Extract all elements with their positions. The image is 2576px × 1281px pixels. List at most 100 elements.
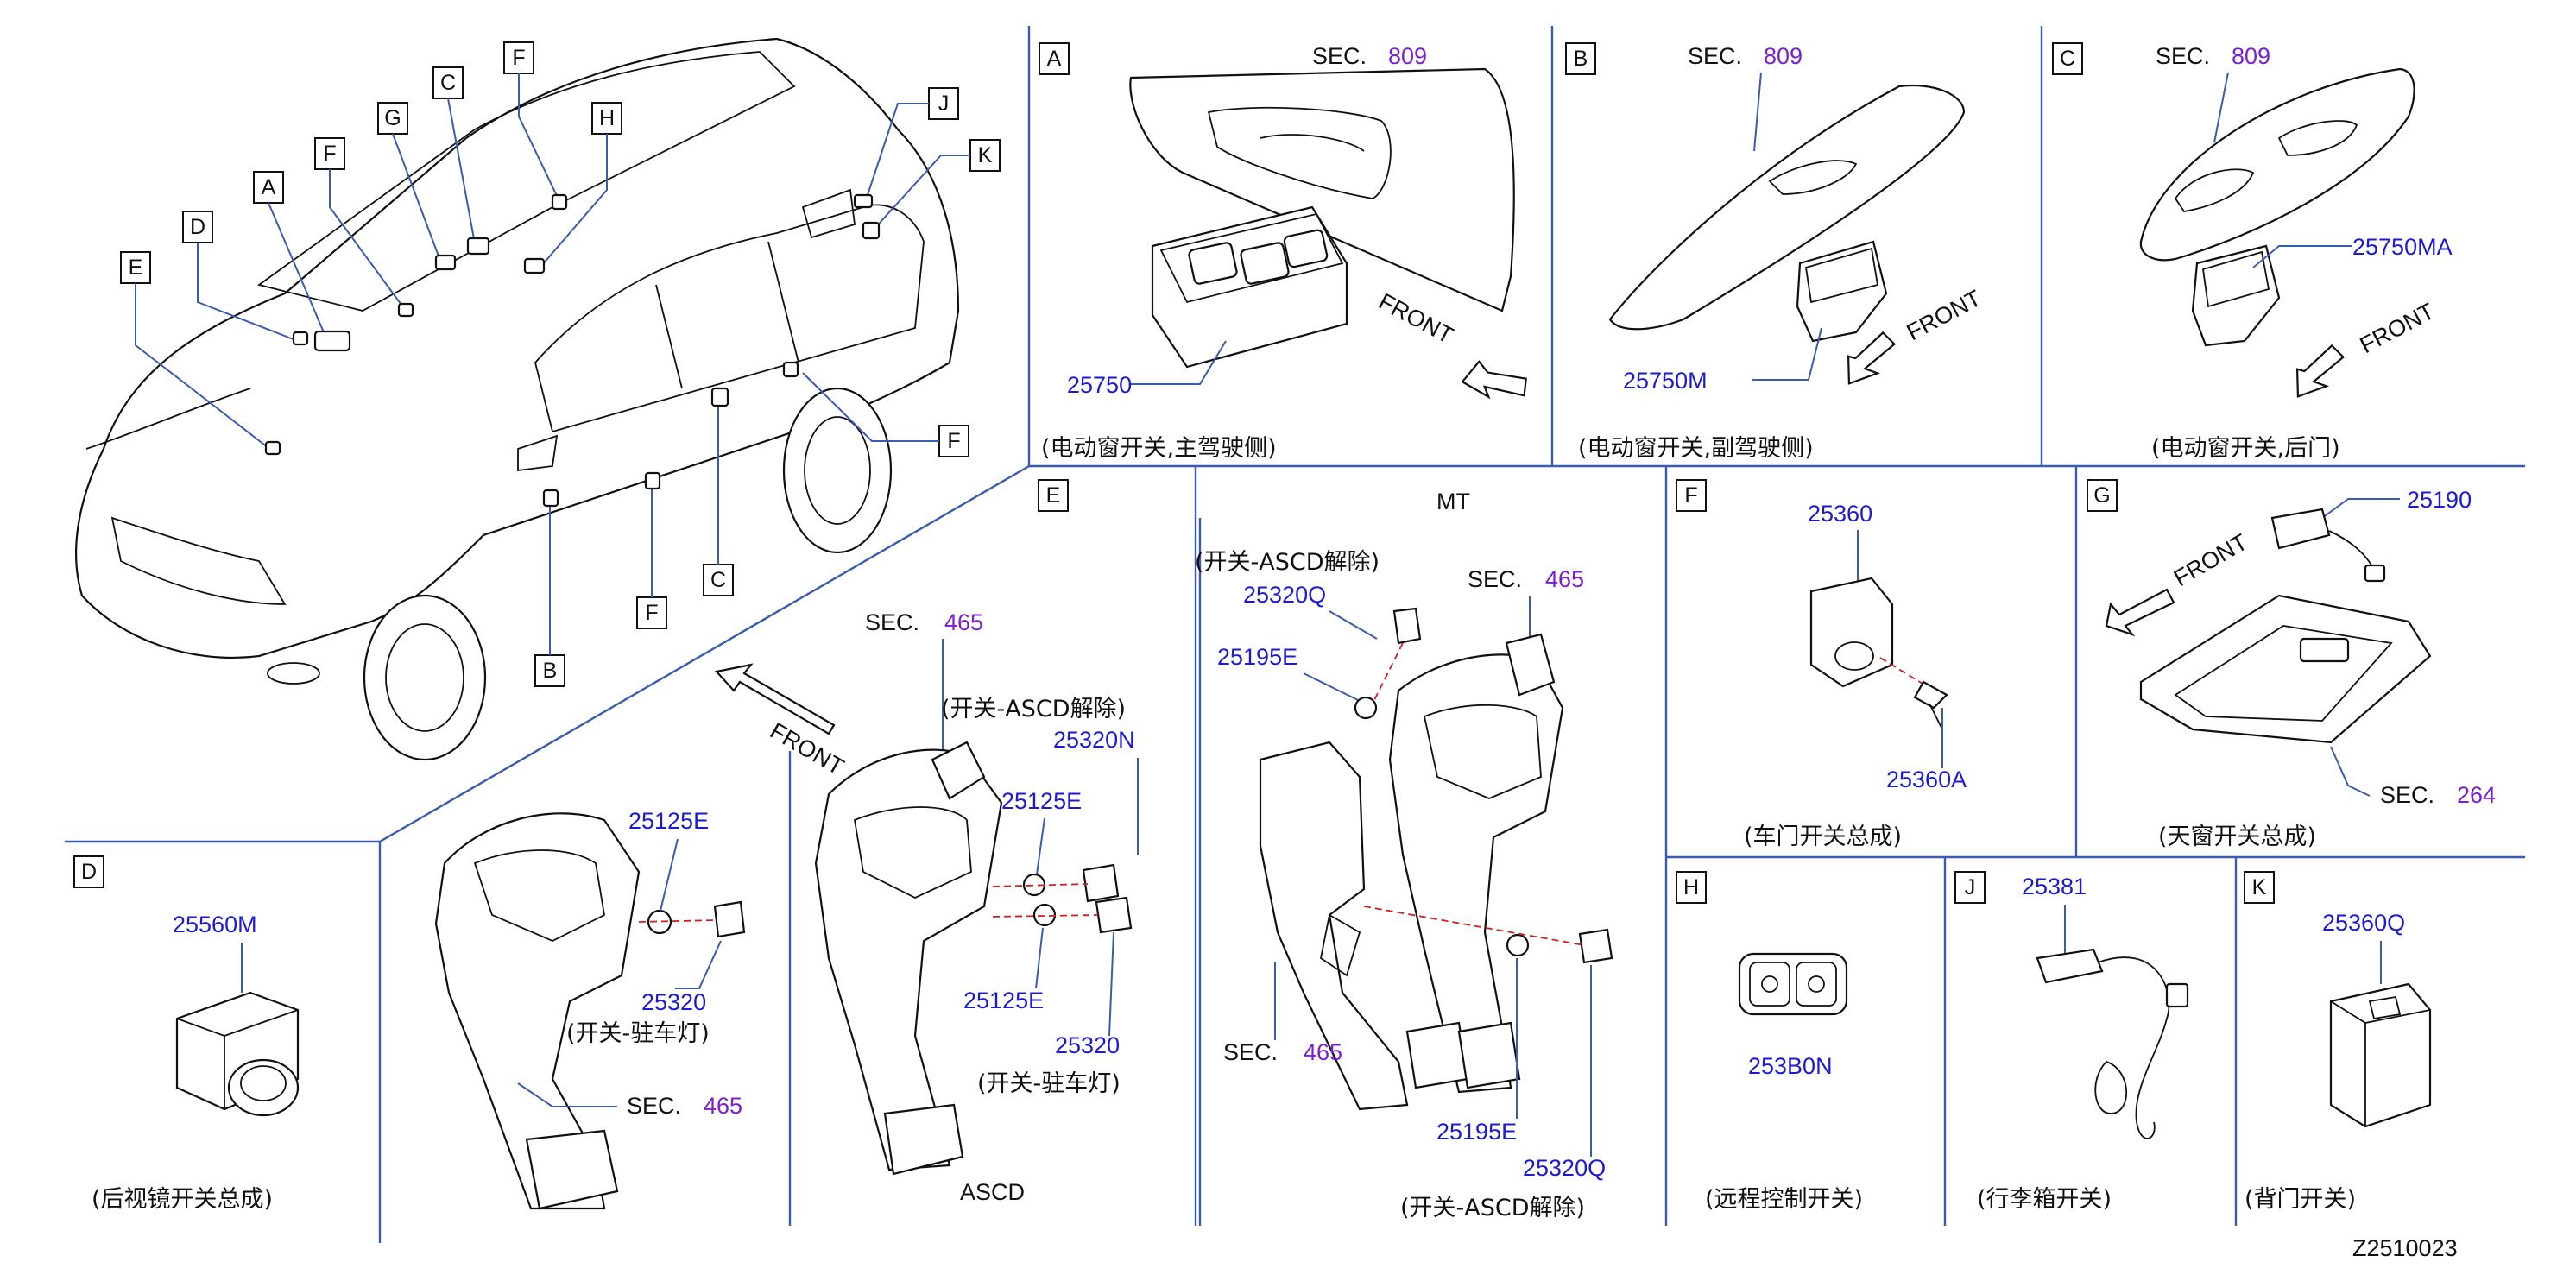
panel-e-left: 25125E 25320 (开关-驻车灯) SEC. 465 [434, 808, 746, 1210]
callout-f4: F [636, 486, 667, 629]
callout-a: A [253, 171, 327, 339]
svg-text:SEC.: SEC. [1468, 566, 1522, 592]
svg-text:E: E [129, 256, 143, 280]
svg-text:A: A [262, 175, 276, 199]
svg-text:25320: 25320 [1055, 1032, 1120, 1058]
svg-text:25560M: 25560M [173, 912, 257, 937]
svg-text:25381: 25381 [2022, 874, 2087, 899]
svg-text:25320: 25320 [641, 989, 706, 1015]
panel-a: A SEC. 809 25750 FRONT (电动窗开关,主驾驶侧) [1039, 42, 1527, 462]
panel-e-ascd: SEC. 465 (开关-ASCD解除) 25320N 25125E 25125… [788, 609, 1139, 1226]
svg-text:K: K [2252, 875, 2267, 899]
svg-text:25195E: 25195E [1436, 1119, 1517, 1145]
svg-text:(电动窗开关,副驾驶侧): (电动窗开关,副驾驶侧) [1578, 435, 1814, 462]
svg-text:J: J [1965, 875, 1976, 899]
svg-text:ASCD: ASCD [960, 1179, 1025, 1205]
svg-text:MT: MT [1436, 489, 1470, 514]
svg-text:F: F [645, 601, 658, 625]
svg-text:(开关-ASCD解除): (开关-ASCD解除) [1400, 1195, 1585, 1221]
svg-text:25320Q: 25320Q [1523, 1155, 1606, 1181]
svg-text:B: B [1574, 47, 1588, 71]
svg-text:25125E: 25125E [1001, 788, 1082, 814]
svg-text:253B0N: 253B0N [1748, 1053, 1833, 1079]
callout-b: B [534, 501, 565, 687]
callout-h: H [541, 102, 622, 266]
svg-text:25360A: 25360A [1886, 767, 1967, 792]
svg-text:G: G [2093, 483, 2110, 508]
svg-text:465: 465 [704, 1093, 742, 1119]
diagram-id: Z2510023 [2352, 1235, 2458, 1261]
callout-g: G [377, 102, 441, 262]
svg-text:SEC.: SEC. [2380, 782, 2434, 808]
svg-text:H: H [599, 106, 615, 130]
svg-text:SEC.: SEC. [627, 1093, 681, 1119]
svg-text:25750MA: 25750MA [2352, 234, 2453, 260]
sec-prefix: SEC. [1312, 43, 1367, 69]
svg-text:FRONT: FRONT [2169, 529, 2252, 591]
svg-text:J: J [938, 92, 950, 116]
svg-text:B: B [543, 659, 558, 683]
part-number: 25750 [1067, 372, 1132, 398]
vehicle-overview [75, 37, 960, 761]
svg-text:FRONT: FRONT [2356, 298, 2439, 358]
svg-text:SEC.: SEC. [865, 609, 919, 635]
svg-text:SEC.: SEC. [1223, 1039, 1278, 1065]
svg-text:H: H [1683, 875, 1699, 899]
panel-b: B SEC. 809 25750M FRONT (电动窗开关,副驾驶侧) [1565, 42, 1986, 462]
callout-d: D [182, 211, 299, 342]
svg-text:F: F [947, 429, 960, 453]
svg-text:FRONT: FRONT [1374, 288, 1457, 349]
svg-text:C: C [440, 71, 456, 95]
svg-text:465: 465 [1545, 566, 1584, 592]
svg-text:(电动窗开关,后门): (电动窗开关,后门) [2151, 435, 2340, 462]
svg-text:465: 465 [944, 609, 983, 635]
svg-text:F: F [512, 46, 525, 70]
svg-text:(天窗开关总成): (天窗开关总成) [2158, 824, 2316, 850]
panel-h: H 253B0N (远程控制开关) [1676, 871, 1863, 1213]
callout-f2: F [503, 41, 560, 202]
svg-text:25195E: 25195E [1217, 644, 1297, 670]
svg-text:264: 264 [2457, 782, 2496, 808]
svg-text:C: C [710, 568, 726, 592]
svg-text:465: 465 [1304, 1039, 1342, 1065]
svg-text:809: 809 [2232, 43, 2270, 69]
svg-text:25320N: 25320N [1053, 727, 1135, 753]
panel-d: D 25560M (后视镜开关总成) [73, 855, 300, 1213]
svg-text:25360: 25360 [1808, 501, 1872, 527]
svg-text:(开关-驻车灯): (开关-驻车灯) [566, 1020, 710, 1047]
svg-text:(开关-驻车灯): (开关-驻车灯) [977, 1070, 1121, 1097]
svg-text:(开关-ASCD解除): (开关-ASCD解除) [1195, 549, 1380, 576]
front-arrow-e: FRONT [714, 663, 849, 780]
svg-text:25750M: 25750M [1623, 368, 1708, 394]
svg-text:E: E [1046, 483, 1061, 508]
svg-text:SEC.: SEC. [2156, 43, 2210, 69]
panel-c: C SEC. 809 25750MA FRONT (电动窗开关,后门) [2052, 42, 2453, 462]
svg-text:C: C [2060, 47, 2075, 71]
svg-text:SEC.: SEC. [1688, 43, 1742, 69]
svg-text:FRONT: FRONT [1903, 285, 1986, 345]
sec-number: 809 [1388, 43, 1427, 69]
overview-callouts: A B C D E F G H J K F F F C [120, 41, 1001, 687]
panel-e-mt: E MT (开关-ASCD解除) 25320Q 25195E SEC. 465 … [1038, 479, 1613, 1226]
svg-text:D: D [81, 860, 97, 884]
svg-text:(行李箱开关): (行李箱开关) [1977, 1186, 2112, 1213]
svg-text:(背门开关): (背门开关) [2245, 1186, 2356, 1213]
svg-text:G: G [384, 106, 401, 130]
svg-text:FRONT: FRONT [766, 717, 849, 779]
callout-c2: C [703, 404, 734, 596]
callout-j: J [864, 87, 959, 204]
svg-text:(后视镜开关总成): (后视镜开关总成) [92, 1186, 273, 1213]
svg-text:25125E: 25125E [963, 988, 1044, 1013]
caption: (电动窗开关,主驾驶侧) [1041, 435, 1277, 462]
svg-text:(远程控制开关): (远程控制开关) [1705, 1186, 1863, 1213]
svg-text:25190: 25190 [2407, 487, 2472, 513]
panel-separators [65, 26, 2525, 1243]
svg-text:25360Q: 25360Q [2322, 910, 2405, 936]
panel-g: G 25190 FRONT SEC. 264 (天窗开关总成) [2087, 479, 2496, 850]
callout-f1: F [314, 137, 407, 312]
svg-text:25320Q: 25320Q [1243, 582, 1326, 608]
vehicle-part-markers [264, 193, 881, 508]
callout-c1: C [432, 66, 476, 244]
panel-k: K 25360Q (背门开关) [2244, 871, 2432, 1213]
